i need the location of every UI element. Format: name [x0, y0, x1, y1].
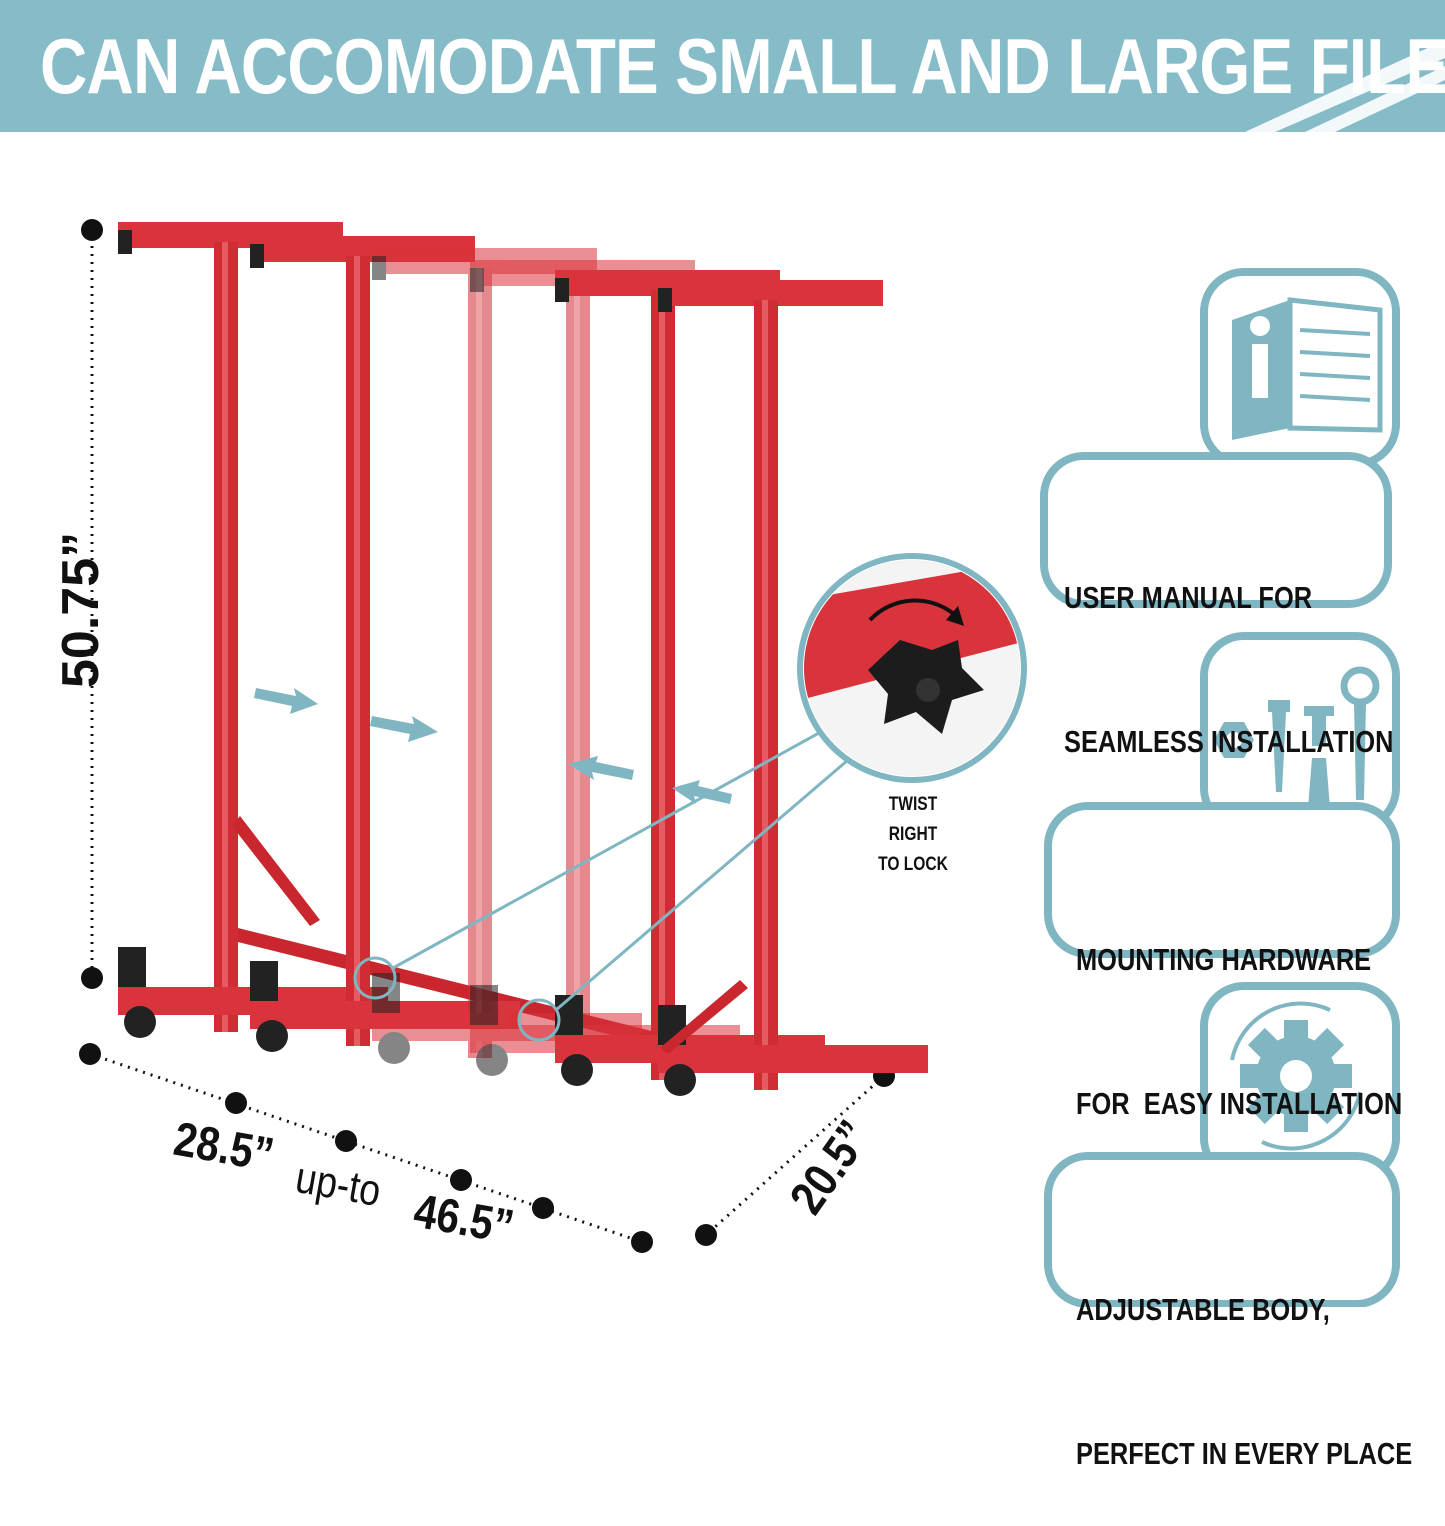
panel-5 — [555, 270, 825, 1086]
adjust-arrows — [254, 688, 732, 804]
feature-hardware-line2: FOR EASY INSTALLATION — [1076, 1086, 1403, 1121]
star-knob-icon — [868, 640, 984, 734]
feature-card-hardware — [1044, 632, 1400, 958]
banner-stripes-decoration — [1245, 40, 1445, 132]
user-manual-icon — [1232, 297, 1383, 440]
feature-hardware-line1: MOUNTING HARDWARE — [1076, 942, 1372, 977]
feature-adjustable-text: ADJUSTABLE BODY, PERFECT IN EVERY PLACE — [1076, 1190, 1412, 1526]
knob-caption-line2: TO LOCK — [878, 854, 948, 875]
panel-4 — [470, 260, 740, 1076]
feature-manual-text: USER MANUAL FOR SEAMLESS INSTALLATION — [1064, 478, 1394, 814]
feature-adjustable-line1: ADJUSTABLE BODY, — [1076, 1292, 1330, 1327]
feature-manual-line2: SEAMLESS INSTALLATION — [1064, 724, 1394, 759]
product-illustration — [79, 219, 1400, 1307]
knob-callout-leaders — [353, 726, 849, 1042]
knob-caption: TWIST RIGHT TO LOCK — [868, 790, 958, 880]
feature-manual-line1: USER MANUAL FOR — [1064, 580, 1313, 615]
knob-closeup — [797, 553, 1027, 783]
height-dimension-label: 50.75” — [52, 531, 110, 688]
feature-adjustable-line2: PERFECT IN EVERY PLACE — [1076, 1436, 1413, 1471]
banner-title: CAN ACCOMODATE SMALL AND LARGE FILES — [40, 22, 1445, 110]
feature-hardware-text: MOUNTING HARDWARE FOR EASY INSTALLATION — [1076, 840, 1402, 1176]
mounting-hardware-icon — [1214, 666, 1380, 808]
knob-caption-line1: TWIST RIGHT — [888, 794, 938, 845]
width-dimension-line — [79, 1043, 653, 1253]
title-banner: CAN ACCOMODATE SMALL AND LARGE FILES — [0, 0, 1445, 132]
panel-3 — [372, 248, 642, 1064]
feature-card-adjustable — [1044, 982, 1400, 1307]
height-dimension-line — [81, 219, 103, 989]
adjustable-gear-icon — [1230, 1001, 1362, 1151]
